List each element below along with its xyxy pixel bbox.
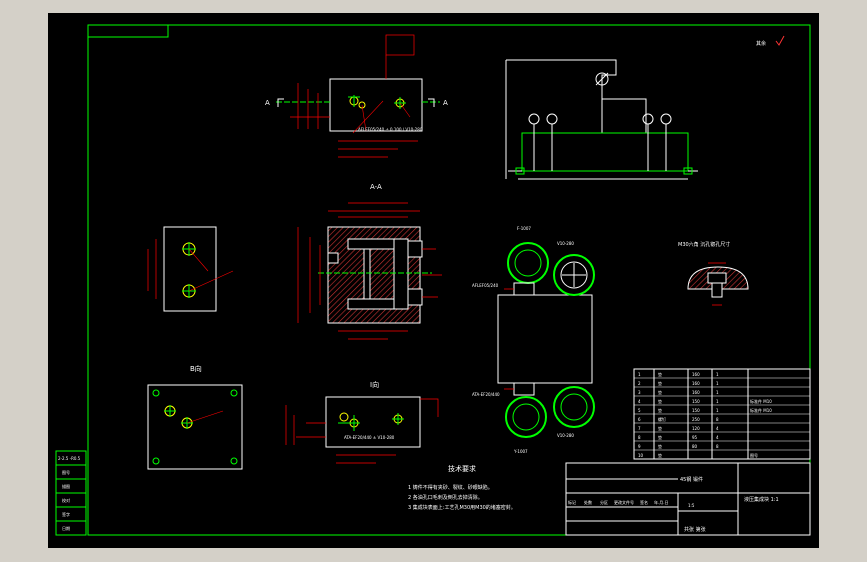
assembly-view: F-1007 V10-280 AFLEF05/240 ATA-EF20/440 … xyxy=(472,226,595,454)
roughness-symbol xyxy=(775,35,785,46)
parts-table-cell: 1 xyxy=(716,381,719,386)
feature-label: AFLEF05/240 ± 0.100 / V10-280 xyxy=(358,127,423,132)
parts-table-cell: 160 xyxy=(692,372,700,377)
feature-label: V10-280 xyxy=(557,241,574,246)
title-row: 处数 xyxy=(584,499,592,505)
surface-note: 其余 xyxy=(756,40,766,47)
parts-table-cell: 250 xyxy=(692,417,700,422)
parts-table-cell: 4 xyxy=(638,399,641,404)
parts-table-cell: 150 xyxy=(692,399,700,404)
left-strip-text: 描图 xyxy=(62,483,70,489)
parts-table-cell: 7 xyxy=(638,426,641,431)
parts-table-cell: 8 xyxy=(638,435,641,440)
parts-table-cell: 垫 xyxy=(658,371,662,377)
title-row: 签名 xyxy=(640,499,648,505)
parts-table-cell: 垫 xyxy=(658,443,662,449)
parts-table-cell: 120 xyxy=(692,426,700,431)
left-strip: 2-2.5 -R0.5 图号 描图 校对 签字 日期 xyxy=(55,450,87,536)
title-scale: 1:5 xyxy=(688,503,695,508)
frame-corner-box xyxy=(87,24,169,38)
feature-label: AFLEF05/240 xyxy=(472,283,499,288)
parts-table-cell: 4 xyxy=(716,426,719,431)
parts-table-cell: 150 xyxy=(692,408,700,413)
tech-note: 3 集成块表面上:工艺孔M30用M30的堵塞密封。 xyxy=(408,504,516,511)
parts-table-cell: 标准件 M10 xyxy=(750,398,772,404)
title-name: 液压集成块 1:1 xyxy=(744,496,779,503)
tech-title: 技术要求 xyxy=(448,464,476,473)
parts-table-cell: 9 xyxy=(638,444,641,449)
left-strip-text: 签字 xyxy=(62,511,70,517)
title-company: 共张 第张 xyxy=(684,526,706,533)
left-strip-text: 日期 xyxy=(62,525,70,531)
parts-table-cell: 80 xyxy=(692,444,698,449)
parts-table-cell: 5 xyxy=(638,408,641,413)
parts-table-cell: 螺钉 xyxy=(658,416,666,422)
counterbore-detail xyxy=(687,262,749,306)
left-strip-text: 2-2.5 -R0.5 xyxy=(58,456,81,461)
feature-label: V10-280 xyxy=(557,433,574,438)
view-title-b: B向 xyxy=(190,364,202,373)
parts-table-cell: 1 xyxy=(716,399,719,404)
parts-table-cell: 垫 xyxy=(658,452,662,458)
parts-table-cell: 4 xyxy=(716,435,719,440)
parts-table: 1 垫 160 1 2 垫 160 1 3 垫 160 1 4 垫 150 1 标准件 M10 5 垫 150 1 标准件… xyxy=(633,368,811,460)
left-strip-text: 图号 xyxy=(62,469,70,475)
parts-table-cell: 95 xyxy=(692,435,698,440)
hydraulic-schematic xyxy=(505,59,698,180)
feature-label: F-1007 xyxy=(517,226,531,231)
parts-table-cell: 垫 xyxy=(658,425,662,431)
parts-table-cell: 图号 xyxy=(750,452,758,458)
parts-table-cell: 8 xyxy=(716,444,719,449)
parts-table-cell: 3 xyxy=(638,390,641,395)
feature-label: Y-1007 xyxy=(513,449,528,454)
parts-table-cell: 1 xyxy=(716,390,719,395)
parts-table-cell: 160 xyxy=(692,390,700,395)
b-view xyxy=(147,384,243,470)
parts-table-cell: 垫 xyxy=(658,389,662,395)
title-row: 更改文件号 xyxy=(614,499,634,505)
parts-table-cell: 1 xyxy=(638,372,641,377)
title-block: 45钢 锻件 液压集成块 1:1 共张 第张 1:5 标记 处数 分区 更改文件… xyxy=(565,462,811,536)
top-view: A A AFLEF05/240 ± 0.100 / V10-280 xyxy=(265,34,448,158)
feature-label: ATA-EF20/440 ± V10-280 xyxy=(344,435,395,440)
section-label-a-right: A xyxy=(443,99,448,107)
parts-table-cell: 8 xyxy=(716,417,719,422)
title-row: 分区 xyxy=(600,499,608,505)
title-material: 45钢 锻件 xyxy=(680,476,703,483)
drawing-frame xyxy=(87,24,811,536)
section-title-aa: A-A xyxy=(370,183,382,191)
parts-table-cell: 垫 xyxy=(658,380,662,386)
parts-table-cell: 2 xyxy=(638,381,641,386)
tech-note: 2 各油孔口毛刺及倒孔去掉清除。 xyxy=(408,494,483,501)
parts-table-cell: 标准件 M10 xyxy=(750,407,772,413)
parts-table-cell: 垫 xyxy=(658,398,662,404)
bolt-note: M30六角 沉孔锪孔尺寸 xyxy=(678,241,730,248)
left-strip-text: 校对 xyxy=(62,497,70,503)
cad-drawing: 2-2.5 -R0.5 图号 描图 校对 签字 日期 其余 A A AFLEF0… xyxy=(55,24,811,536)
parts-table-cell: 160 xyxy=(692,381,700,386)
parts-table-cell: 1 xyxy=(716,408,719,413)
parts-table-cell: 1 xyxy=(716,372,719,377)
parts-table-cell: 10 xyxy=(638,453,644,458)
title-row: 标记 xyxy=(568,499,576,505)
i-view: ATA-EF20/440 ± V10-280 xyxy=(285,396,439,464)
view-title-i: I向 xyxy=(370,380,379,389)
drawing-sheet: 2-2.5 -R0.5 图号 描图 校对 签字 日期 其余 A A AFLEF0… xyxy=(48,13,819,548)
side-view xyxy=(147,226,234,312)
title-row: 年.月.日 xyxy=(654,499,669,505)
parts-table-cell: 垫 xyxy=(658,407,662,413)
parts-table-cell: 垫 xyxy=(658,434,662,440)
feature-label: ATA-EF20/440 xyxy=(472,392,500,397)
section-label-a-left: A xyxy=(265,99,270,107)
parts-table-cell: 6 xyxy=(638,417,641,422)
aa-section-view xyxy=(297,202,442,340)
tech-note: 1 铸件不得有夹砂、裂纹、砂眼缺陷。 xyxy=(408,484,493,491)
